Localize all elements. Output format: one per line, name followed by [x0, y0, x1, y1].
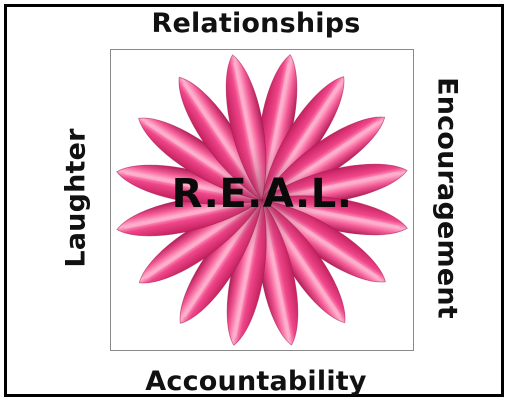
flower-icon: [116, 54, 408, 346]
laughter-label: Laughter: [60, 128, 92, 268]
relationships-label: Relationships: [151, 8, 361, 39]
accountability-label: Accountability: [145, 366, 367, 397]
flower-image-box: R.E.A.L.: [110, 49, 414, 351]
encouragement-label: Encouragement: [431, 77, 463, 319]
center-title: R.E.A.L.: [171, 171, 353, 217]
